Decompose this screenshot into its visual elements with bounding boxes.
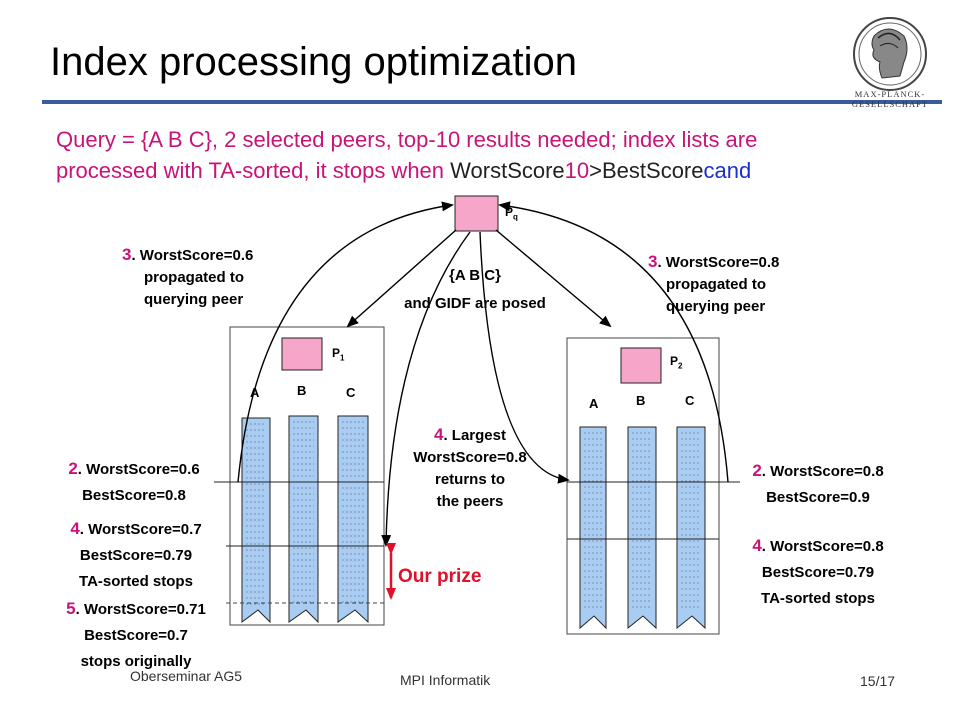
posed-label: {A B C} and GIDF are posed <box>404 267 546 312</box>
footer-left: Oberseminar AG5 <box>130 668 243 684</box>
p2-list-label-c: C <box>685 393 695 408</box>
peer-2-box <box>620 347 662 384</box>
title-rule <box>42 100 822 104</box>
right-step-4: 4. WorstScore=0.8 BestScore=0.79 TA-sort… <box>752 536 884 607</box>
arc-p2-to-pq <box>498 201 729 483</box>
query-description: Query = {A B C}, 2 selected peers, top-1… <box>56 124 916 186</box>
list-p2-a <box>579 426 607 630</box>
query-peer-label: Pq <box>505 205 518 222</box>
return-to-p2 <box>479 231 570 484</box>
center-step-4: 4. Largest WorstScore=0.8 returns to the… <box>413 425 527 510</box>
return-to-p1 <box>381 231 471 547</box>
query-peer-box <box>454 195 499 232</box>
list-p1-b <box>288 415 319 624</box>
footer-center: MPI Informatik <box>400 672 491 688</box>
left-step-4: 4. WorstScore=0.7 BestScore=0.79 TA-sort… <box>70 519 202 590</box>
p1-list-label-b: B <box>297 383 307 398</box>
footer-page-number: 15/17 <box>860 673 896 689</box>
max-planck-logo <box>830 14 950 108</box>
peer-2-index-lists <box>579 426 706 630</box>
p2-list-label-a: A <box>589 396 599 411</box>
our-prize-label: Our prize <box>398 566 482 587</box>
list-entry-ticks <box>246 421 701 608</box>
logo-caption: MAX-PLANCK-GESELLSCHAFT <box>851 89 929 109</box>
left-step-2: 2. WorstScore=0.6 BestScore=0.8 <box>68 459 200 504</box>
peer-2-label: P2 <box>670 354 683 371</box>
p1-list-label-a: A <box>250 385 260 400</box>
peer-1-container <box>229 326 385 626</box>
peer-2-container <box>566 337 720 635</box>
peer-1-box <box>281 337 323 371</box>
list-p1-c <box>337 415 369 624</box>
left-step-5: 5. WorstScore=0.71 BestScore=0.7 stops o… <box>66 599 206 670</box>
list-p2-c <box>676 426 706 630</box>
peer-1-index-lists <box>241 415 369 624</box>
peer-1-label: P1 <box>332 346 345 363</box>
list-p2-b <box>627 426 657 630</box>
slide-title: Index processing optimization <box>50 40 577 84</box>
arrow-pq-to-p1 <box>346 229 457 328</box>
arc-p1-to-pq <box>237 201 454 483</box>
p2-list-label-b: B <box>636 393 646 408</box>
right-step-2: 2. WorstScore=0.8 BestScore=0.9 <box>752 461 884 506</box>
query-line-1: Query = {A B C}, 2 selected peers, top-1… <box>56 127 758 152</box>
left-step-3: 3. WorstScore=0.6 propagated to querying… <box>122 245 254 308</box>
title-rule-right <box>822 100 942 104</box>
right-step-3: 3. WorstScore=0.8 propagated to querying… <box>648 252 780 315</box>
query-line-2: processed with TA-sorted, it stops when … <box>56 158 752 183</box>
arrow-pq-to-p2 <box>495 229 612 328</box>
p1-list-label-c: C <box>346 385 356 400</box>
